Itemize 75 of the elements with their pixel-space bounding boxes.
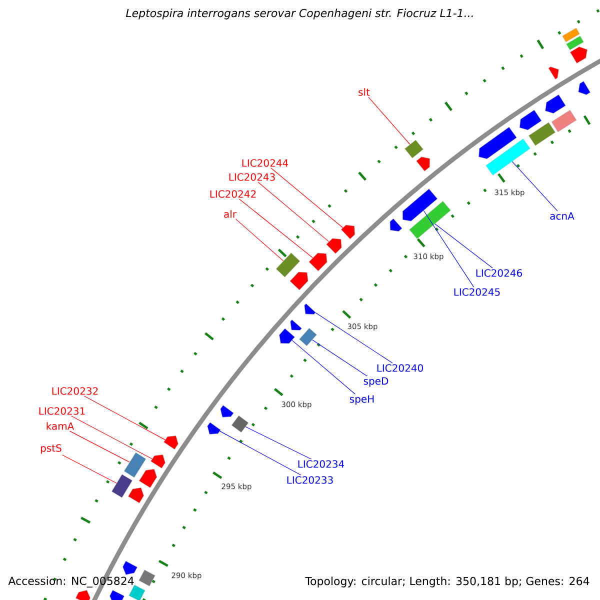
leader-line xyxy=(368,96,410,145)
leader-line xyxy=(512,161,558,212)
gene-block xyxy=(578,81,590,95)
gene-label: alr xyxy=(224,210,236,218)
gene-label: speH xyxy=(350,395,374,405)
gene-bar xyxy=(404,140,424,158)
gene-block xyxy=(290,320,302,330)
leader-line xyxy=(312,340,368,376)
gene-block xyxy=(207,422,221,434)
gene-bar xyxy=(562,28,580,42)
leader-line xyxy=(270,168,344,228)
leader-line xyxy=(62,454,117,484)
gene-bar xyxy=(486,138,530,176)
leader-line xyxy=(71,416,152,460)
gene-bar xyxy=(124,452,146,478)
leader-line xyxy=(292,340,356,394)
gene-block xyxy=(402,188,438,222)
gene-block xyxy=(220,405,234,418)
gene-block xyxy=(341,224,355,240)
gene-block xyxy=(548,66,559,80)
gene-label: LIC20232 xyxy=(52,387,98,395)
gene-label: acnA xyxy=(550,212,574,220)
footer-text: Accession: NC_005824 xyxy=(8,576,134,588)
gene-block xyxy=(139,468,157,488)
gene-label: kamA xyxy=(46,422,74,430)
gene-block xyxy=(279,328,295,344)
leader-line xyxy=(220,430,302,476)
gene-block xyxy=(128,488,144,504)
leader-line xyxy=(245,426,312,460)
title: Leptospira interrogans serovar Copenhageni str. Fiocruz L1-1... xyxy=(126,8,473,20)
gene-block xyxy=(164,436,178,450)
leader-line xyxy=(434,224,493,268)
gene-block xyxy=(76,590,90,600)
gene-block xyxy=(478,126,517,160)
gene-label: pstS xyxy=(41,444,62,454)
gene-label: LIC20244 xyxy=(242,159,288,167)
gene-label: LIC20242 xyxy=(210,190,256,198)
gene-bar xyxy=(276,252,300,278)
gene-block xyxy=(304,304,316,314)
leader-line xyxy=(258,182,330,242)
gene-label: LIC20240 xyxy=(377,364,423,372)
gene-block xyxy=(416,156,430,172)
gene-label: LIC20234 xyxy=(298,460,344,468)
gene-bar xyxy=(112,474,132,498)
gene-block xyxy=(290,272,308,290)
gene-label: LIC20246 xyxy=(476,269,522,277)
gene-block xyxy=(122,560,138,575)
leader-line xyxy=(238,198,314,258)
gene-bar xyxy=(231,415,249,433)
gene-block xyxy=(545,94,566,114)
gene-bar xyxy=(566,36,584,50)
gene-label: LIC20231 xyxy=(39,407,85,415)
gene-bar xyxy=(409,201,451,239)
gene-label: slt xyxy=(358,88,370,96)
gene-block xyxy=(110,590,124,600)
gene-bar xyxy=(299,328,317,346)
gene-block xyxy=(570,46,588,64)
gene-block xyxy=(308,252,328,272)
gene-bar xyxy=(551,110,577,132)
footer-text: Topology: circular; Length: 350,181 bp; Genes: 264 xyxy=(305,576,590,588)
gene-bar xyxy=(528,122,556,146)
gene-label: speD xyxy=(364,377,388,387)
leader-line xyxy=(69,430,130,462)
leader-line xyxy=(423,210,474,288)
gene-bar xyxy=(138,570,156,586)
gene-block xyxy=(150,454,166,468)
gene-block xyxy=(326,238,342,254)
gene-block xyxy=(390,218,402,232)
leader-line xyxy=(84,396,166,440)
gene-label: LIC20233 xyxy=(287,476,333,484)
leader-line xyxy=(235,218,284,262)
leader-line xyxy=(315,312,393,364)
gene-block xyxy=(519,110,542,130)
gene-label: LIC20243 xyxy=(229,173,275,181)
gene-label: LIC20245 xyxy=(454,288,500,296)
